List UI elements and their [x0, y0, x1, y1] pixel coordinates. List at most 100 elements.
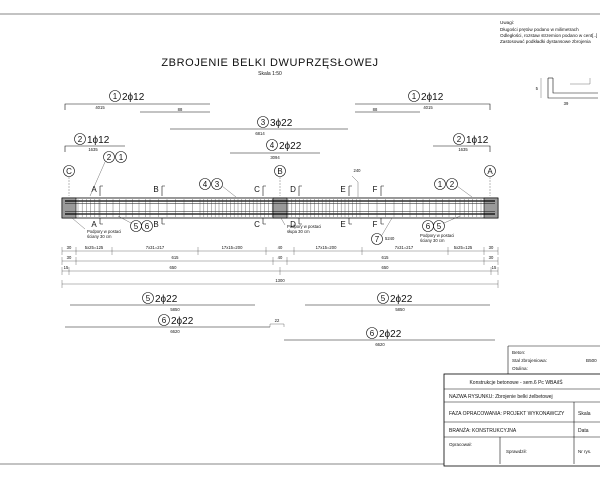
dim1-3: 17x15=200	[222, 245, 244, 250]
bar-6-left-length: 6620	[170, 329, 180, 334]
callout-tr-b: 2	[450, 180, 455, 189]
bar-5-right: 5 2ϕ22 5850	[305, 292, 490, 312]
bar-2-left-length: 1635	[88, 147, 98, 152]
tb-drawing-no: Nr rys.	[578, 449, 591, 454]
bar-1-left: 1 2ϕ12 4015 88	[64, 90, 210, 113]
page-title: ZBROJENIE BELKI DWUPRZĘSŁOWEJ	[161, 57, 378, 69]
section-a-bottom: A	[91, 220, 97, 229]
dim2-4: 30	[489, 255, 494, 260]
dim2-2: 40	[278, 255, 283, 260]
tb-scale-label: Skala	[578, 411, 591, 417]
bar-1-left-length: 4015	[95, 105, 105, 110]
support-mid-label: B	[277, 167, 282, 176]
bar-4: 4 2ϕ22 3094	[230, 139, 320, 160]
tb-prepared: Opracował:	[449, 442, 472, 447]
dimension-row-1: 30 5x25=125 7x31=217 17x15=200 40 17x15=…	[61, 245, 499, 255]
dim3-2: 650	[382, 265, 390, 270]
stirrup-dim-a: 5	[536, 86, 539, 91]
bar-1-left-label: 2ϕ12	[122, 92, 145, 103]
stirrups	[77, 199, 482, 217]
info-block: Beton: Stal zbrojeniowa: B500 Otulina:	[507, 345, 600, 374]
stirrup-detail: 5 39	[536, 77, 598, 106]
bar-3-label: 3ϕ22	[270, 118, 293, 129]
tb-checked: Sprawdził:	[506, 449, 527, 454]
bar-6-right: 6 2ϕ22 6620	[284, 327, 495, 347]
bar-6-gap: 22	[269, 318, 285, 327]
stirrup-dim-b: 39	[564, 101, 569, 106]
bar-4-label: 2ϕ22	[279, 141, 302, 152]
section-marks-top: A B C D E F	[91, 185, 377, 194]
dim2-1: 615	[172, 255, 180, 260]
support-left-label: C	[66, 167, 72, 176]
bar-6-right-label: 2ϕ22	[379, 329, 402, 340]
dim1-6: 7x31=217	[395, 245, 414, 250]
support-note-right-2: ściany 30 cm	[420, 238, 445, 243]
bar-5-left-length: 5850	[170, 307, 180, 312]
callout-bl-b: 6	[145, 222, 150, 231]
bar-5-left: 5 2ϕ22 5850	[70, 292, 255, 312]
bar-6-left-label: 2ϕ22	[171, 316, 194, 327]
bar-4-length: 3094	[270, 155, 280, 160]
bar-1-right: 1 2ϕ12 4015 88	[355, 90, 491, 113]
bar-5-right-num: 5	[381, 294, 386, 303]
note-line-3: Zastosować podkładki dystansowe zbrojeni…	[500, 39, 591, 44]
callout-tl-a: 2	[107, 153, 112, 162]
bar-4-num: 4	[270, 141, 275, 150]
bar-5-left-label: 2ϕ22	[155, 294, 178, 305]
bar-3-length: 6814	[255, 131, 265, 136]
tb-date-label: Data	[578, 428, 589, 434]
bar-6-left-num: 6	[162, 316, 167, 325]
callout-tm-a: 4	[203, 180, 208, 189]
bar-2-right-num: 2	[457, 135, 462, 144]
callout-tl-b: 1	[119, 153, 124, 162]
dim1-1: 5x25=125	[85, 245, 104, 250]
dim3-3: 15	[492, 265, 497, 270]
support-note-left-1: Podpory w postaci	[87, 229, 121, 234]
section-a-top: A	[91, 185, 97, 194]
bar-2-right: 2 1ϕ12 1635	[433, 133, 491, 152]
tb-course: Konstrukcje betonowe - sem.6 Pc WBAiIŚ	[469, 378, 563, 386]
callout-br-a: 6	[426, 222, 431, 231]
support-note-left-2: ściany 30 cm	[87, 234, 112, 239]
tb-branch: BRANŻA: KONSTRUKCYJNA	[449, 427, 517, 434]
support-note-mid-1: Podpory w postaci	[287, 224, 321, 229]
bar-5-right-length: 5850	[395, 307, 405, 312]
dimension-row-3: 15 650 650 15	[61, 265, 499, 275]
section-b-top: B	[153, 185, 158, 194]
bar-1-left-sub: 88	[178, 107, 183, 112]
callout-br-b: 5	[437, 222, 442, 231]
section-c-top: C	[254, 185, 260, 194]
bar-2-right-length: 1635	[458, 147, 468, 152]
section-ticks	[99, 185, 384, 225]
bar-5-right-label: 2ϕ22	[390, 294, 413, 305]
section-f-top: F	[373, 185, 378, 194]
dim2-0: 30	[67, 255, 72, 260]
bar-1-left-num: 1	[113, 92, 118, 101]
dim1-0: 30	[67, 245, 72, 250]
title-block: Konstrukcje betonowe - sem.6 Pc WBAiIŚ N…	[443, 373, 600, 467]
section-d-bottom: D	[290, 220, 296, 229]
section-b-bottom: B	[153, 220, 158, 229]
scale-label: Skala 1:50	[258, 71, 282, 77]
callout-bl-a: 5	[134, 222, 139, 231]
dim1-7: 5x25=125	[454, 245, 473, 250]
dim1-4: 40	[278, 245, 283, 250]
notes-heading: Uwagi:	[500, 20, 514, 25]
info-stal: Stal zbrojeniowa:	[512, 358, 547, 363]
section-e-top: E	[340, 185, 345, 194]
bar-2-left-label: 1ϕ12	[87, 135, 110, 146]
beam-elevation: 2 1 C B A 4 3 1 2 240 A B C D	[61, 151, 499, 245]
info-stal-value: B500	[586, 358, 597, 363]
bar-1-right-sub: 88	[373, 107, 378, 112]
bar-6-right-num: 6	[370, 329, 375, 338]
bar-1-right-length: 4015	[423, 105, 433, 110]
bar-3-num: 3	[261, 118, 266, 127]
bar-6-gap-value: 22	[275, 318, 280, 323]
top-mark: 240	[354, 168, 362, 173]
bar-6-left: 6 2ϕ22 6620	[65, 314, 270, 334]
callout-tm-b: 3	[215, 180, 220, 189]
bar-3: 3 3ϕ22 6814	[170, 116, 348, 136]
section-d-top: D	[290, 185, 296, 194]
dim3-0: 15	[64, 265, 69, 270]
